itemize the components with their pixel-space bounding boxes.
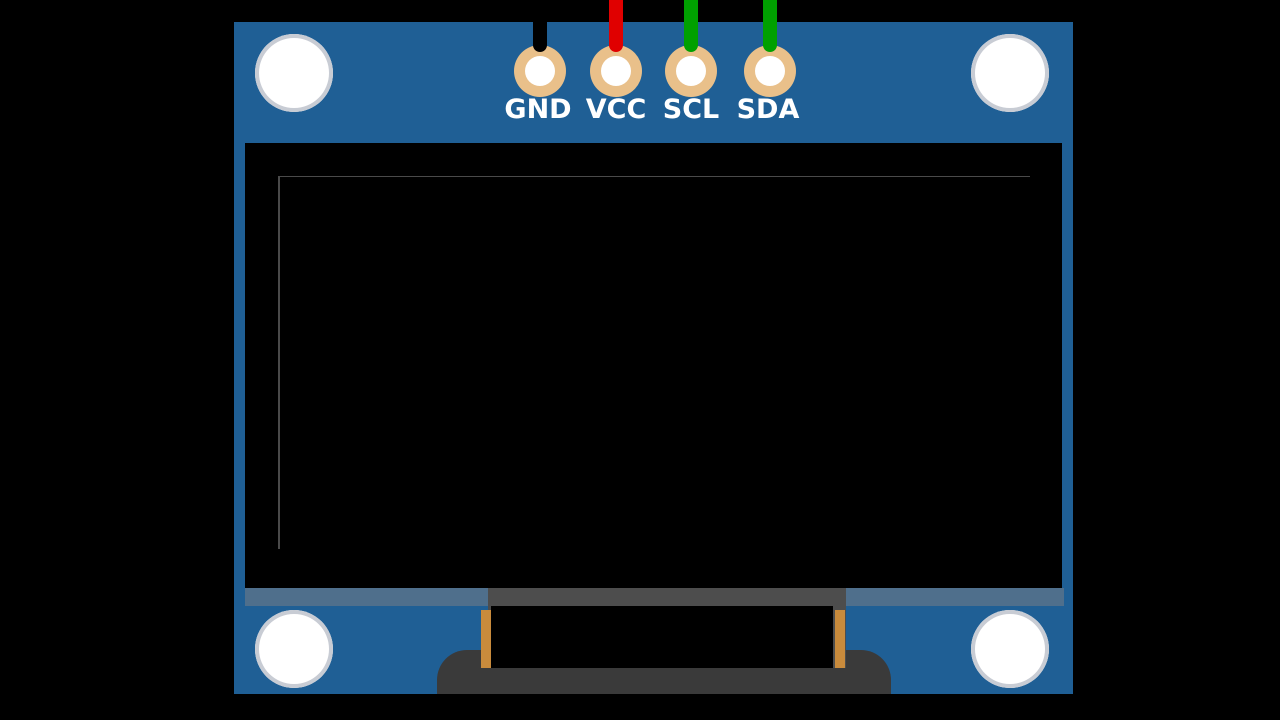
mount-hole-top-right [971, 34, 1049, 112]
ribbon-cable-core [491, 606, 833, 668]
mount-hole-top-left [255, 34, 333, 112]
screen-left-edge-line [278, 176, 280, 549]
wire-vcc [609, 0, 623, 52]
pin-pad-sda [744, 45, 796, 97]
pin-label-scl: SCL [662, 94, 720, 125]
pin-pad-vcc [590, 45, 642, 97]
ribbon-tab-left [481, 610, 491, 668]
oled-screen [245, 143, 1062, 588]
pin-label-sda: SDA [736, 94, 800, 125]
wire-gnd [533, 0, 547, 52]
mount-hole-bottom-right [971, 610, 1049, 688]
wire-scl [684, 0, 698, 52]
pin-label-gnd: GND [504, 94, 572, 125]
mount-hole-bottom-left [255, 610, 333, 688]
pin-label-vcc: VCC [585, 94, 647, 125]
wire-sda [763, 0, 777, 52]
screen-top-edge-line [278, 176, 1030, 177]
pin-pad-gnd [514, 45, 566, 97]
pin-pad-scl [665, 45, 717, 97]
ribbon-tab-right [835, 610, 845, 668]
